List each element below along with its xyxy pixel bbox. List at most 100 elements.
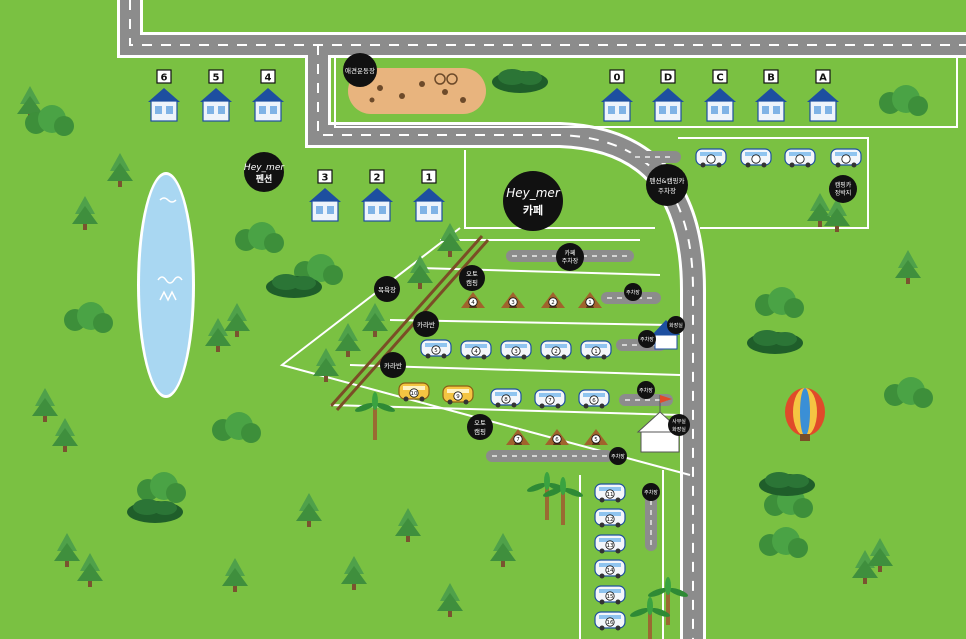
caravan-spot-[interactable] [830, 148, 862, 169]
bus-site-15[interactable]: 15 [594, 585, 626, 606]
site-number-badge [501, 394, 511, 404]
pension-house-front-2[interactable]: 1 [412, 169, 446, 222]
site-number: 7 [516, 437, 520, 443]
caravan-spot-[interactable] [695, 148, 727, 169]
caravan-marker-2[interactable]: 카라반 [380, 352, 406, 378]
bathroom-marker[interactable]: 목욕장 [374, 276, 400, 302]
tent-row2-6[interactable]: 6 [545, 429, 569, 445]
parking-marker-3[interactable]: 주차장 [637, 381, 655, 399]
pension-parking-marker[interactable]: 펜션&캠핑카 주차장 [646, 164, 688, 206]
cafe-marker[interactable]: Hey_mer 카페 [503, 171, 563, 231]
caravan-marker-1[interactable]: 카라반 [413, 311, 439, 337]
glamping-house-3[interactable]: B [754, 69, 788, 122]
svg-text:캠핑: 캠핑 [466, 278, 478, 287]
svg-text:목욕장: 목욕장 [378, 285, 396, 294]
house-number-box [208, 69, 224, 84]
parking-marker-4[interactable]: 주차장 [609, 447, 627, 465]
tent-row1-4[interactable]: 4 [461, 292, 485, 308]
pension-house-top-0[interactable]: 6 [147, 69, 181, 122]
caravan-row1-4[interactable]: 4 [460, 340, 492, 361]
svg-text:오토: 오토 [466, 270, 478, 278]
house-number: 4 [265, 73, 272, 84]
bus-site-14[interactable]: 14 [594, 559, 626, 580]
site-number: 7 [548, 398, 552, 404]
tent-row2-5[interactable]: 5 [584, 429, 608, 445]
svg-text:카페: 카페 [523, 203, 543, 217]
svg-text:주차장: 주차장 [611, 453, 625, 460]
parking-marker-5[interactable]: 주차장 [642, 483, 660, 501]
caravan-spot-[interactable] [740, 148, 772, 169]
caravan-row2-7[interactable]: 7 [534, 389, 566, 410]
tent-row2-7[interactable]: 7 [506, 429, 530, 445]
caravan-row2-8[interactable]: 8 [490, 388, 522, 409]
svg-text:애견운동장: 애견운동장 [345, 66, 375, 75]
site-number-badge [589, 395, 599, 405]
cafe-parking-marker[interactable]: 카페 주차장 [556, 243, 584, 271]
site-number: 8 [504, 397, 508, 403]
caravan-row2-6[interactable]: 6 [578, 389, 610, 410]
house-number: 3 [322, 173, 329, 184]
glamping-house-4[interactable]: A [806, 69, 840, 122]
pension-house-top-1[interactable]: 5 [199, 69, 233, 122]
auto-camping-marker-2[interactable]: 오토 캠핑 [467, 414, 493, 440]
pension-house-front-0[interactable]: 3 [308, 169, 342, 222]
pet-playground [348, 68, 486, 114]
site-number-badge [453, 391, 463, 401]
auto-camping-marker-1[interactable]: 오토 캠핑 [459, 265, 485, 291]
site-number-badge [605, 489, 615, 499]
house-number: 0 [614, 73, 621, 84]
site-number-badge [471, 346, 481, 356]
caravan-row1-1[interactable]: 1 [580, 340, 612, 361]
svg-text:주차장: 주차장 [640, 336, 654, 343]
bus-site-11[interactable]: 11 [594, 483, 626, 504]
svg-text:펜션&캠핑카: 펜션&캠핑카 [650, 176, 685, 185]
site-number-badge [605, 540, 615, 550]
svg-text:화장실: 화장실 [669, 322, 683, 329]
tent-row1-2[interactable]: 2 [541, 292, 565, 308]
caravan-row1-3[interactable]: 3 [500, 340, 532, 361]
house-number-box [660, 69, 676, 84]
pension-marker[interactable]: Hey_mer 펜션 [244, 152, 285, 192]
bus-site-16[interactable]: 16 [594, 611, 626, 632]
site-number-badge [591, 346, 601, 356]
bus-site-12[interactable]: 12 [594, 508, 626, 529]
site-number: 10 [411, 391, 418, 397]
svg-text:카페: 카페 [564, 249, 575, 257]
toilet-marker[interactable]: 화장실 [667, 316, 685, 334]
lake [137, 172, 195, 398]
caravan-spot-[interactable] [784, 148, 816, 169]
caravan-row1-2[interactable]: 2 [540, 340, 572, 361]
pension-house-top-2[interactable]: 4 [251, 69, 285, 122]
site-number-badge [751, 154, 761, 164]
caravan-row1-5[interactable]: 5 [420, 339, 452, 360]
site-number-badge [511, 346, 521, 356]
parking-marker-1[interactable]: 주차장 [624, 283, 642, 301]
bus-site-13[interactable]: 13 [594, 534, 626, 555]
glamping-house-0[interactable]: 0 [600, 69, 634, 122]
office-marker[interactable]: 사무실 화장실 [668, 414, 690, 436]
caravan-row2-10[interactable]: 10 [398, 382, 430, 403]
site-number: 15 [607, 594, 614, 600]
hot-air-balloon-icon [785, 388, 825, 441]
tent-row1-3[interactable]: 3 [501, 292, 525, 308]
caravan-row2-9[interactable]: 9 [442, 385, 474, 406]
site-number-badge [605, 565, 615, 575]
site-number: 1 [588, 300, 592, 306]
caravan-spots-marker[interactable]: 캠핑카 정박지 [829, 175, 857, 203]
site-number: 2 [554, 349, 558, 355]
pension-house-front-1[interactable]: 2 [360, 169, 394, 222]
svg-text:주차장: 주차장 [639, 387, 653, 394]
glamping-house-2[interactable]: C [703, 69, 737, 122]
fence [329, 235, 490, 411]
glamping-house-1[interactable]: D [651, 69, 685, 122]
tent-row1-1[interactable]: 1 [578, 292, 602, 308]
pet-playground-marker[interactable]: 애견운동장 [343, 53, 377, 87]
site-number-badge [605, 514, 615, 524]
site-number-badge [545, 395, 555, 405]
site-number-badge [706, 154, 716, 164]
site-number-badge [468, 297, 478, 307]
parking-marker-2[interactable]: 주차장 [638, 330, 656, 348]
